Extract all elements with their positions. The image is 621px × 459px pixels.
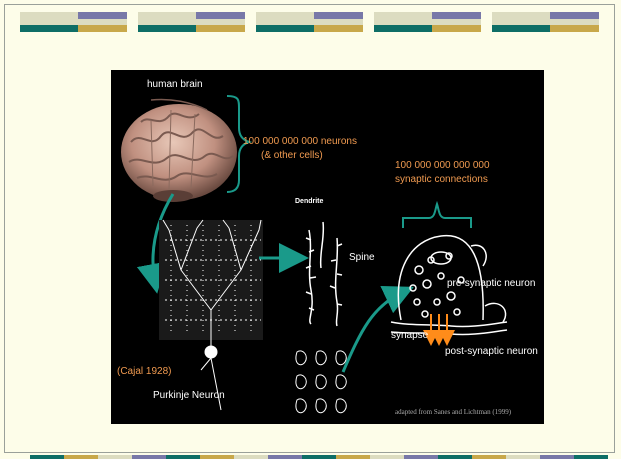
bottom-deco-segment xyxy=(370,455,404,459)
purkinje-neuron-image xyxy=(159,220,263,410)
figure-drawing xyxy=(111,70,544,424)
bottom-deco-segment xyxy=(472,455,506,459)
bottom-deco-segment xyxy=(30,455,64,459)
bottom-deco-segment xyxy=(64,455,98,459)
dendrite-image xyxy=(306,222,342,326)
bottom-deco-segment xyxy=(268,455,302,459)
cell-sketches xyxy=(296,351,346,413)
bottom-deco-segment xyxy=(132,455,166,459)
bottom-deco-segment xyxy=(336,455,370,459)
label-credit: adapted from Sanes and Lichtman (1999) xyxy=(395,408,511,416)
label-dendrite: Dendrite xyxy=(295,198,323,205)
bottom-deco-segment xyxy=(438,455,472,459)
bottom-deco-segment xyxy=(166,455,200,459)
label-spine: Spine xyxy=(349,252,375,263)
label-synaptic-connections: synaptic connections xyxy=(395,174,488,185)
top-deco-block xyxy=(374,12,481,32)
label-purkinje-neuron: Purkinje Neuron xyxy=(153,390,225,401)
label-neurons-count: 100 000 000 000 neurons xyxy=(243,136,357,147)
label-cajal: (Cajal 1928) xyxy=(117,366,171,377)
top-deco-block xyxy=(256,12,363,32)
bottom-deco-segment xyxy=(574,455,608,459)
label-pre-synaptic-neuron: pre-synaptic neuron xyxy=(447,278,535,289)
label-human-brain: human brain xyxy=(147,79,203,90)
label-other-cells: (& other cells) xyxy=(261,150,323,161)
bottom-deco-segment xyxy=(234,455,268,459)
bottom-deco-segment xyxy=(540,455,574,459)
bottom-deco-segment xyxy=(506,455,540,459)
top-deco-block xyxy=(138,12,245,32)
bottom-deco-segment xyxy=(200,455,234,459)
bottom-deco-segment xyxy=(98,455,132,459)
figure-panel: human brain 100 000 000 000 neurons (& o… xyxy=(111,70,544,424)
synapse-brace xyxy=(403,204,471,228)
label-post-synaptic-neuron: post-synaptic neuron xyxy=(445,346,538,357)
bottom-deco-segment xyxy=(404,455,438,459)
brain-image xyxy=(121,99,237,202)
top-deco-block xyxy=(492,12,599,32)
top-deco-block xyxy=(20,12,127,32)
bottom-deco-segment xyxy=(302,455,336,459)
label-synapse: synapse xyxy=(391,330,428,341)
label-synaptic-count: 100 000 000 000 000 xyxy=(395,160,490,171)
